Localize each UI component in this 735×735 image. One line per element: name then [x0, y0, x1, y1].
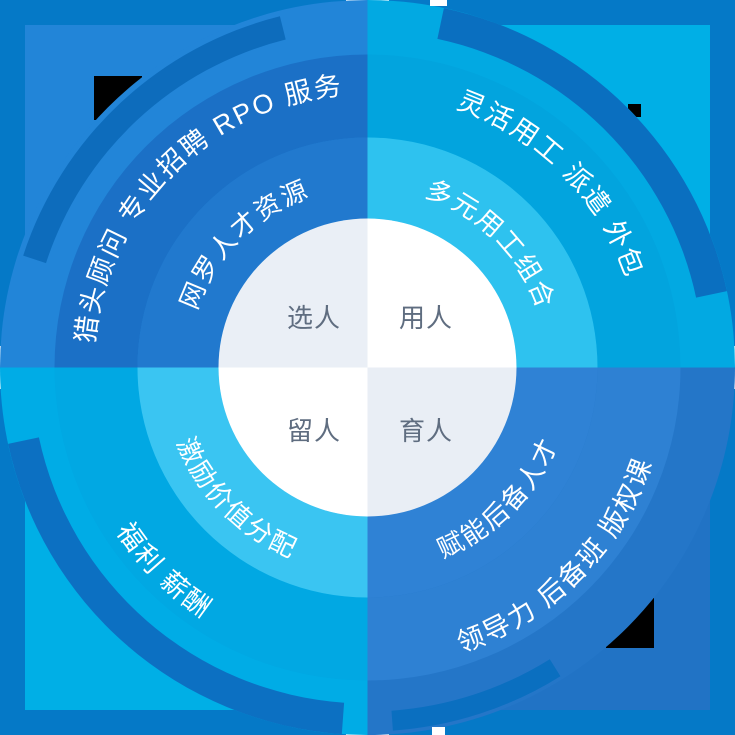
center-label-xuanren: 选人 [287, 303, 341, 333]
center-quadrant-bl [218, 367, 368, 517]
center-label-yongren: 用人 [399, 303, 453, 333]
center-label-yuren: 育人 [399, 416, 453, 446]
outer-ring-br [367, 367, 681, 681]
crescent-arc-tr [437, 8, 727, 298]
outer-ring-bl [54, 367, 368, 681]
crescent-arc-bl [8, 437, 345, 735]
inner-ring-tr [367, 137, 598, 368]
center-label-liuren: 留人 [287, 416, 341, 446]
white-deco-square-top [430, 0, 447, 6]
inner-ring-tl [137, 137, 368, 368]
outer-ring-tr [367, 54, 681, 368]
white-deco-square-bottom [432, 727, 445, 735]
crescent-arc-br [391, 659, 561, 731]
inner-ring-bl [137, 367, 368, 598]
center-quadrant-tl [218, 218, 368, 368]
crescent-arc-tl [23, 16, 286, 264]
center-quadrant-tr [367, 218, 517, 368]
center-quadrant-br [367, 367, 517, 517]
outer-ring-tl [54, 54, 368, 368]
inner-ring-br [367, 367, 598, 598]
